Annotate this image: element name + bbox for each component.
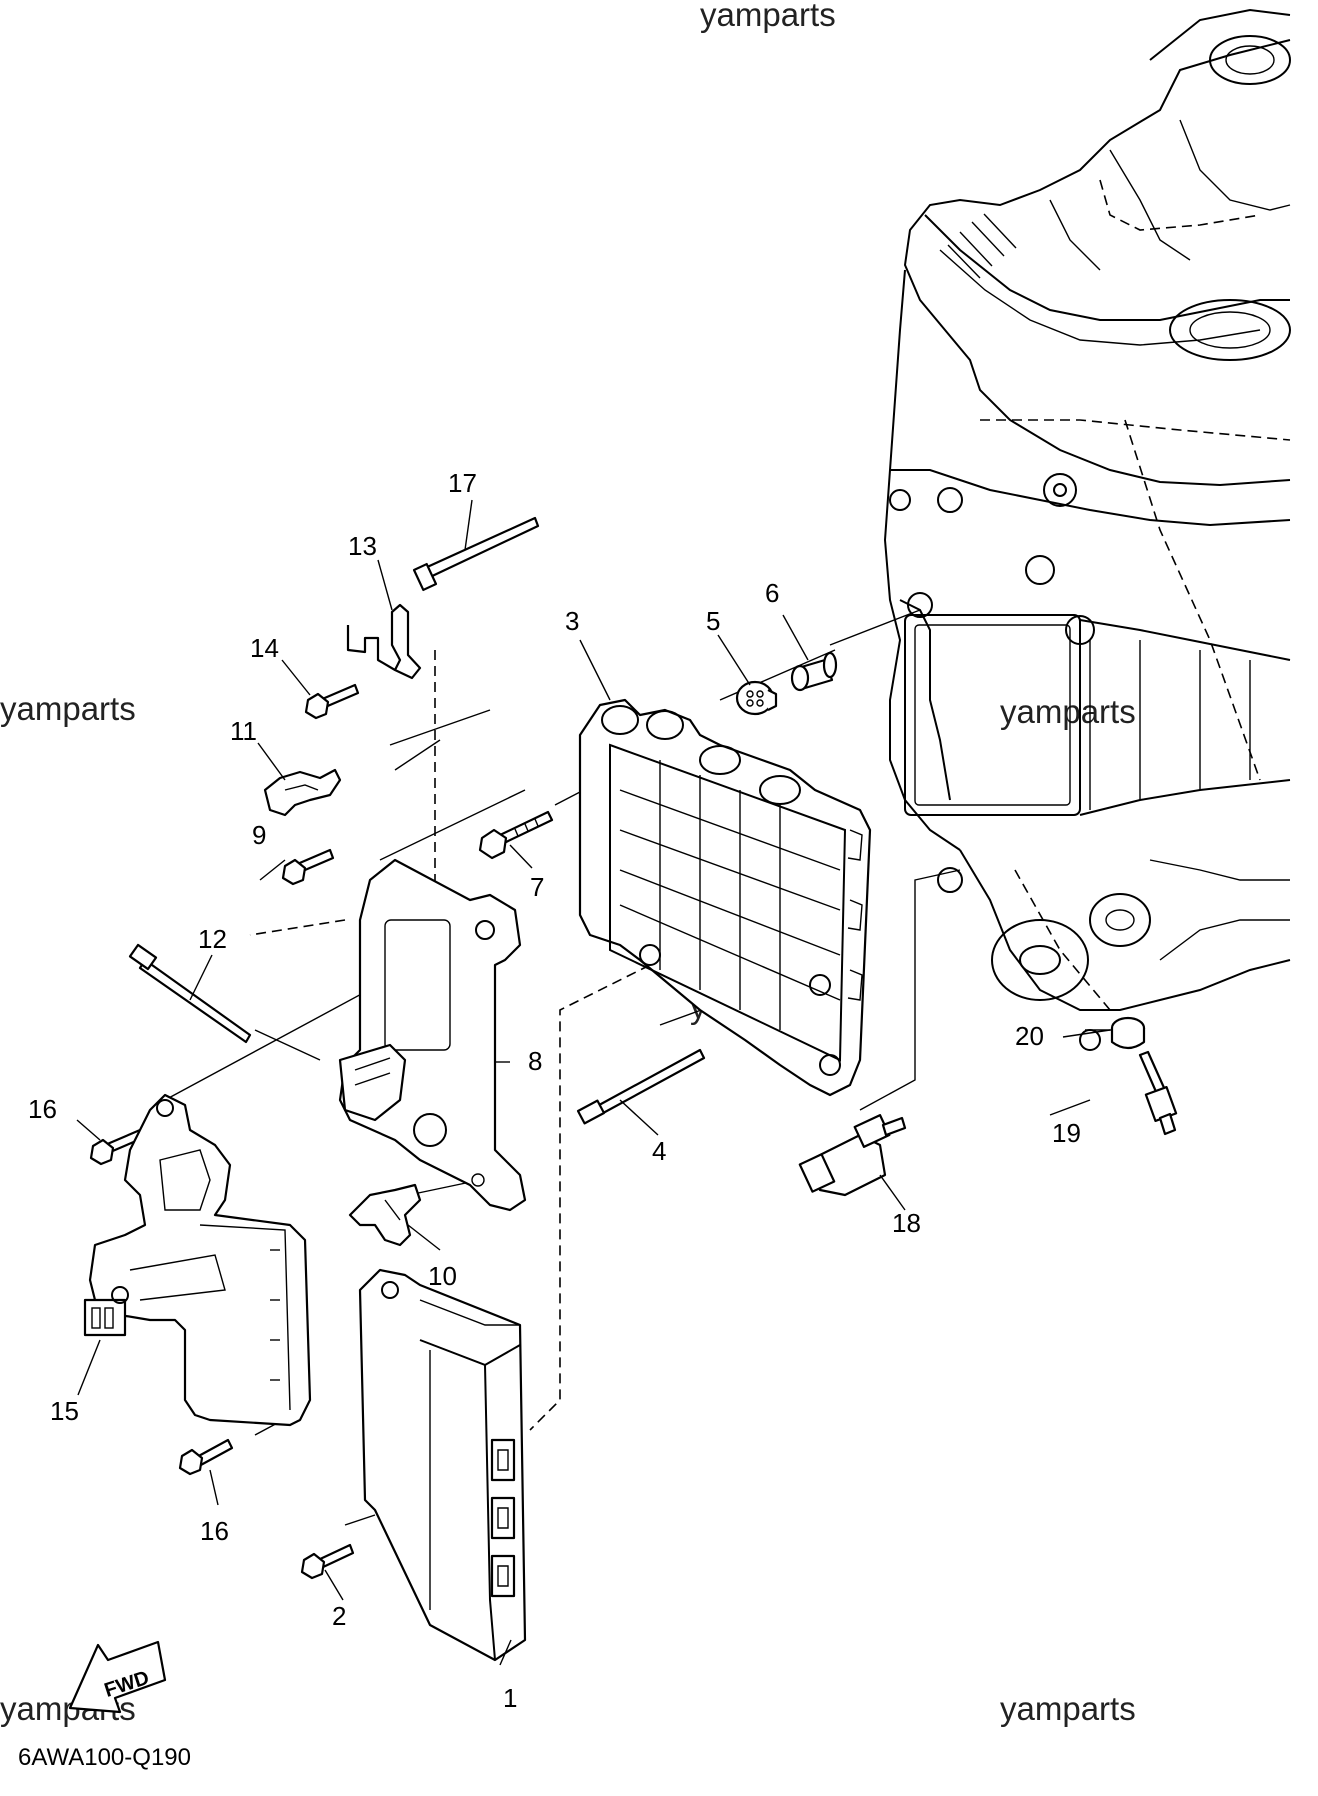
callout-5: 5	[706, 606, 720, 636]
callout-3: 3	[565, 606, 579, 636]
part-10-clip	[348, 1183, 422, 1247]
callout-12: 12	[198, 924, 227, 954]
callout-9: 9	[252, 820, 266, 850]
part-4-cable-tie	[576, 1048, 706, 1125]
callout-numbers: 1 2 3 4 5 6 7 8 9 10 11 12 13 14 15 16 1…	[28, 468, 1081, 1713]
part-3-mounting-bracket	[578, 698, 872, 1097]
callout-11: 11	[230, 716, 257, 746]
part-16-bolt-lower	[178, 1438, 234, 1476]
callout-1: 1	[503, 1683, 517, 1713]
part-6-collar	[790, 651, 838, 692]
callout-17: 17	[448, 468, 477, 498]
callout-14: 14	[250, 633, 279, 663]
callout-6: 6	[765, 578, 779, 608]
part-8-bracket	[338, 858, 527, 1212]
callout-2: 2	[332, 1601, 346, 1631]
part-15-bracket-assembly	[83, 1093, 312, 1427]
callout-15: 15	[50, 1396, 79, 1426]
callout-8: 8	[528, 1046, 542, 1076]
watermark-top: yamparts	[700, 0, 836, 33]
fwd-arrow-icon: FWD	[68, 1640, 167, 1714]
callout-leaders	[76, 499, 1111, 1666]
diagram-code: 6AWA100-Q190	[18, 1744, 191, 1771]
callout-7: 7	[530, 872, 544, 902]
part-19-sensor-probe	[1138, 1050, 1178, 1136]
callout-19: 19	[1052, 1118, 1081, 1148]
part-7-bolt	[478, 810, 554, 860]
callout-4: 4	[652, 1136, 666, 1166]
part-20-grommet	[1110, 1016, 1146, 1050]
watermark-right-mid: yamparts	[1000, 693, 1136, 730]
callout-16-lower: 16	[200, 1516, 229, 1546]
callout-10: 10	[428, 1261, 457, 1291]
part-2-bolt	[300, 1543, 355, 1580]
callout-16-upper: 16	[28, 1094, 57, 1124]
part-1-ecu	[358, 1268, 527, 1662]
watermark-left: yamparts	[0, 690, 136, 727]
part-17-cable-tie	[412, 516, 540, 592]
part-11-clip	[263, 768, 342, 817]
callout-20: 20	[1015, 1021, 1044, 1051]
watermark-bottom-right: yamparts	[1000, 1690, 1136, 1727]
part-9-bolt	[281, 848, 335, 886]
part-14-bolt	[304, 683, 360, 720]
engine-block	[883, 8, 1291, 1051]
part-5-grommet	[735, 680, 778, 716]
callout-13: 13	[348, 531, 377, 561]
part-13-clamp	[346, 603, 422, 680]
callout-18: 18	[892, 1208, 921, 1238]
part-12-cable-tie	[128, 943, 252, 1044]
part-18-sensor	[798, 1114, 907, 1197]
